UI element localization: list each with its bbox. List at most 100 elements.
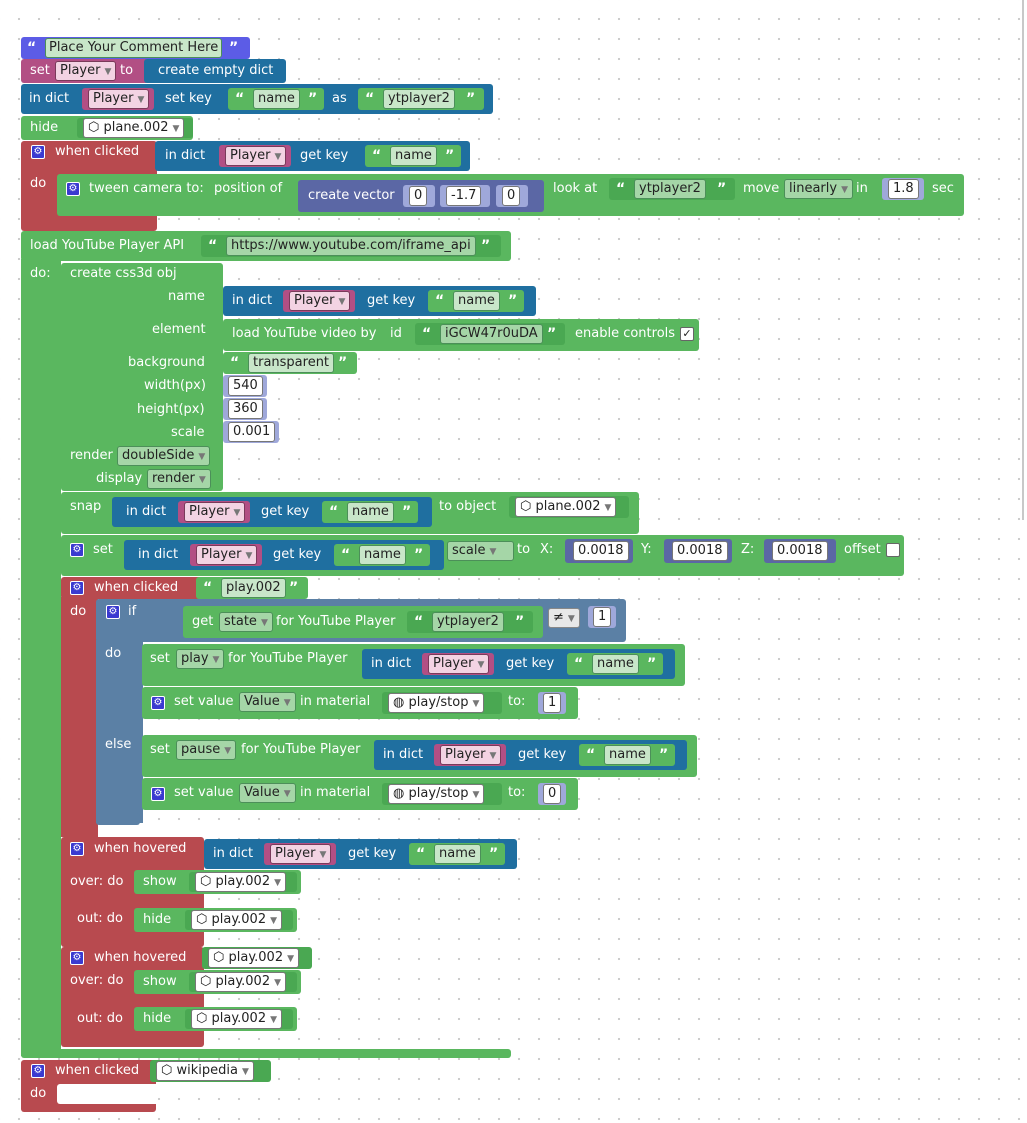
dict-get-block[interactable]: in dict Player▼ get key “ name ” — [204, 839, 517, 869]
show-block[interactable]: show ⬡ play.002▼ — [134, 870, 301, 894]
number-block[interactable]: 0 — [403, 185, 435, 207]
number-block[interactable]: 0 — [538, 783, 566, 805]
player-var-dropdown[interactable]: Player▼ — [184, 502, 246, 522]
number-block[interactable]: 0.001 — [223, 421, 279, 443]
object-block[interactable]: ⬡ wikipedia▼ — [150, 1060, 271, 1082]
width-value[interactable]: 540 — [228, 376, 263, 396]
value-text[interactable]: ytplayer2 — [383, 89, 455, 109]
player-var-dropdown[interactable]: Player▼ — [289, 291, 351, 311]
url-string-block[interactable]: “ https://www.youtube.com/iframe_api ” — [201, 235, 501, 257]
gear-icon[interactable]: ⚙ — [70, 543, 84, 557]
object-text[interactable]: play.002 — [221, 578, 286, 598]
material-dropdown[interactable]: ◍ play/stop▼ — [388, 784, 485, 804]
set-material-value-block[interactable]: ⚙ set value Value▼ in material ◍ play/st… — [142, 778, 578, 810]
object-block[interactable]: ⬡ play.002▼ — [185, 910, 293, 930]
object-dropdown[interactable]: ⬡ play.002▼ — [195, 972, 287, 992]
workspace-scrollbar[interactable] — [1022, 0, 1024, 520]
set-play-block[interactable]: set play▼ for YouTube Player in dict Pla… — [142, 644, 685, 686]
pause-dropdown[interactable]: pause▼ — [176, 740, 237, 760]
player-var-dropdown[interactable]: Player▼ — [196, 545, 258, 565]
state-dropdown[interactable]: state▼ — [219, 612, 273, 632]
number-block[interactable]: 360 — [223, 398, 267, 420]
player-var-block[interactable]: Player▼ — [283, 290, 355, 312]
number-block[interactable]: 0 — [496, 185, 528, 207]
load-video-block[interactable]: load YouTube video by id “ iGCW47r0uDA ”… — [223, 319, 699, 351]
object-string-block[interactable]: “ play.002 ” — [196, 577, 308, 599]
object-block[interactable]: ⬡ play.002▼ — [189, 972, 297, 992]
number-block[interactable]: 1.8 — [882, 178, 924, 200]
scale-y-value[interactable]: 0.0018 — [672, 541, 728, 561]
when-hovered-event[interactable]: ⚙ when hovered over: do out: do — [61, 947, 204, 1047]
dict-set-block[interactable]: in dict Player▼ set key “ name ” as “ yt… — [21, 84, 493, 114]
tween-camera-block[interactable]: ⚙ tween camera to: position of create ve… — [57, 174, 964, 216]
player-var-block[interactable]: Player▼ — [190, 544, 262, 566]
number-block[interactable]: 0.0018 — [565, 539, 633, 563]
material-block[interactable]: ◍ play/stop▼ — [382, 783, 502, 805]
number-block[interactable]: -1.7 — [440, 185, 490, 207]
object-dropdown[interactable]: ⬡ plane.002▼ — [515, 497, 617, 517]
key-text[interactable]: name — [592, 654, 639, 674]
object-dropdown[interactable]: ⬡ play.002▼ — [208, 948, 300, 968]
youtube-state-block[interactable]: get state▼ for YouTube Player “ ytplayer… — [183, 606, 543, 638]
player-var-block[interactable]: Player▼ — [178, 501, 250, 523]
object-block[interactable]: ⬡ play.002▼ — [202, 947, 312, 969]
key-string-block[interactable]: “ name ” — [567, 653, 663, 675]
value-string-block[interactable]: “ ytplayer2 ” — [358, 88, 484, 110]
display-dropdown[interactable]: render▼ — [147, 469, 211, 489]
create-css3d-block[interactable]: create css3d obj name element background… — [61, 263, 223, 491]
pause-value[interactable]: 0 — [543, 784, 562, 804]
key-text[interactable]: name — [253, 89, 300, 109]
number-block[interactable]: 540 — [223, 375, 267, 397]
dict-get-block[interactable]: in dict Player▼ get key “ name ” — [374, 740, 687, 770]
set-player-block[interactable]: set Player▼ to — [21, 59, 149, 83]
vector-x[interactable]: 0 — [409, 186, 428, 206]
player-var-dropdown[interactable]: Player▼ — [225, 146, 287, 166]
play-value[interactable]: 1 — [543, 693, 562, 713]
comment-text[interactable]: Place Your Comment Here — [45, 38, 223, 58]
object-dropdown[interactable]: ⬡ play.002▼ — [191, 910, 283, 930]
player-var-dropdown[interactable]: Player▼ — [270, 844, 332, 864]
player-var-block[interactable]: Player▼ — [434, 744, 506, 766]
dict-get-block[interactable]: in dict Player▼ get key “ name ” — [112, 497, 432, 527]
key-text[interactable]: name — [359, 545, 406, 565]
gear-icon[interactable]: ⚙ — [66, 182, 80, 196]
key-string-block[interactable]: “ name ” — [579, 744, 675, 766]
url-text[interactable]: https://www.youtube.com/iframe_api — [226, 236, 476, 256]
gear-icon[interactable]: ⚙ — [106, 605, 120, 619]
video-id-block[interactable]: “ iGCW47r0uDA ” — [415, 323, 565, 345]
hide-block[interactable]: hide ⬡ plane.002▼ — [21, 116, 193, 140]
object-dropdown[interactable]: ⬡ play.002▼ — [191, 1009, 283, 1029]
object-block[interactable]: ⬡ plane.002▼ — [509, 496, 629, 518]
key-string-block[interactable]: “ name ” — [365, 145, 461, 167]
vector-z[interactable]: 0 — [502, 186, 521, 206]
number-block[interactable]: 0.0018 — [764, 539, 836, 563]
key-string-block[interactable]: “ name ” — [334, 544, 430, 566]
player-var-dropdown[interactable]: Player▼ — [88, 89, 150, 109]
dict-get-block[interactable]: in dict Player▼ get key “ name ” — [124, 540, 444, 570]
player-var-dropdown[interactable]: Player▼ — [440, 745, 502, 765]
gear-icon[interactable]: ⚙ — [151, 696, 165, 710]
gear-icon[interactable]: ⚙ — [70, 581, 84, 595]
compare-value[interactable]: 1 — [593, 607, 612, 627]
value-dropdown[interactable]: Value▼ — [239, 692, 296, 712]
object-dropdown[interactable]: ⬡ play.002▼ — [195, 872, 287, 892]
offset-checkbox[interactable] — [886, 543, 900, 557]
scale-value[interactable]: 0.001 — [228, 422, 276, 442]
gear-icon[interactable]: ⚙ — [151, 787, 165, 801]
height-value[interactable]: 360 — [228, 399, 263, 419]
render-dropdown[interactable]: doubleSide▼ — [117, 446, 211, 466]
key-string-block[interactable]: “ name ” — [228, 88, 324, 110]
video-id-text[interactable]: iGCW47r0uDA — [440, 324, 543, 344]
load-api-block[interactable]: load YouTube Player API “ https://www.yo… — [21, 231, 511, 261]
duration-value[interactable]: 1.8 — [888, 179, 919, 199]
player-var-block[interactable]: Player▼ — [219, 145, 291, 167]
object-block[interactable]: ⬡ play.002▼ — [185, 1009, 293, 1029]
key-string-block[interactable]: “ name ” — [322, 501, 418, 523]
create-vector-block[interactable]: create vector 0 -1.7 0 — [298, 180, 544, 212]
scale-z-value[interactable]: 0.0018 — [772, 541, 828, 561]
object-block[interactable]: ⬡ plane.002▼ — [77, 118, 193, 138]
player-var-block[interactable]: Player▼ — [422, 653, 494, 675]
player-var-block[interactable]: Player▼ — [264, 843, 336, 865]
value-dropdown[interactable]: Value▼ — [239, 783, 296, 803]
hide-block[interactable]: hide ⬡ play.002▼ — [134, 908, 297, 932]
